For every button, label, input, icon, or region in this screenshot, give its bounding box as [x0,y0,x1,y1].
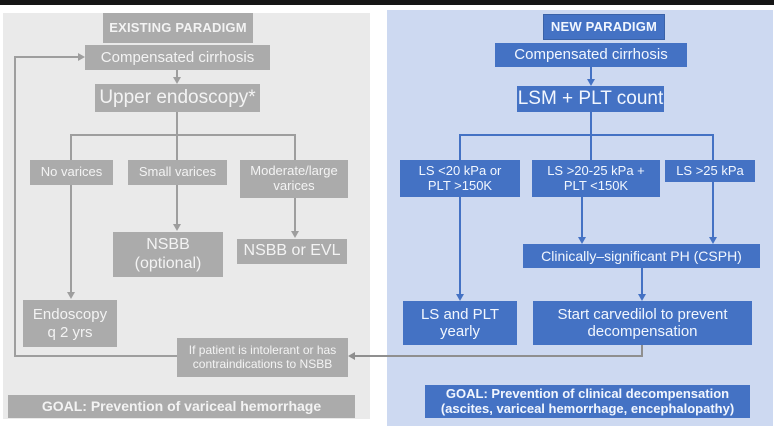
node-start-carvedilol: Start carvedilol to prevent decompensati… [533,301,752,345]
drop-branch-high [712,135,714,160]
node-line: (optional) [134,254,202,272]
line-smallvarices-nsbb [176,185,178,225]
node-line: LS <20 kPa or [418,162,502,178]
node-nsbb-optional: NSBB (optional) [113,232,223,277]
node-line: varices [273,178,315,193]
node-intolerant-nsbb: If patient is intolerant or has contrain… [177,338,348,377]
node-small-varices: Small varices [128,160,227,185]
bridge-line-vertical [641,345,643,357]
arrowhead-intolerant [348,352,355,360]
node-line: LS and PLT [420,305,500,323]
node-line: (ascites, variceal hemorrhage, encephalo… [440,400,735,416]
arrowhead-nsbb-optional [173,224,181,231]
arrowhead-endoscopy [173,77,181,84]
line-lsm-stem [590,112,592,135]
node-line: q 2 yrs [47,323,93,341]
node-moderate-large-varices: Moderate/large varices [240,160,348,198]
line-endoscopy-stem [176,112,178,135]
node-ls-plt-yearly: LS and PLT yearly [403,301,517,345]
arrowhead-lsm [587,79,595,86]
line-modvarices-nsbbevl [294,198,296,232]
line-branchmid-csph [581,197,583,237]
node-lsm-plt-count: LSM + PLT count [517,86,664,112]
drop-branch-mid [590,135,592,160]
bridge-line-horizontal [355,355,643,357]
arrowhead-endoscopyq2 [67,292,75,299]
arrowhead-into-compensated [78,53,85,61]
node-upper-endoscopy: Upper endoscopy* [95,84,260,112]
arrowhead-nsbb-evl [291,231,299,238]
loop-line-vertical [14,57,16,356]
line-branchlow-yearly [459,197,461,294]
node-no-varices: No varices [30,160,113,185]
new-paradigm-header: NEW PARADIGM [543,14,665,40]
drop-branch-low [459,135,461,160]
arrowhead-csph-left [578,237,586,244]
arrowhead-carvedilol [638,294,646,301]
node-line: yearly [439,323,480,340]
node-csph: Clinically–significant PH (CSPH) [523,244,760,268]
node-line: NSBB [146,236,190,254]
node-nsbb-or-evl: NSBB or EVL [237,239,347,264]
node-line: LS >20-25 kPa + [547,162,645,178]
node-line: PLT >150K [427,177,493,193]
line-compensated-lsm [590,67,592,80]
node-line: GOAL: Prevention of clinical decompensat… [445,385,730,401]
node-line: PLT <150K [563,177,629,193]
drop-no-varices [70,135,72,160]
node-line: Start carvedilol to prevent [557,305,728,323]
node-line: contraindications to NSBB [192,356,333,371]
branch-bar-right [459,134,714,136]
node-endoscopy-q2yrs: Endoscopy q 2 yrs [23,300,117,347]
new-paradigm-panel [387,10,773,426]
node-line: If patient is intolerant or has [188,342,337,357]
goal-bar-left: GOAL: Prevention of variceal hemorrhage [8,395,355,418]
top-border-bar [0,0,774,5]
arrowhead-csph-right [709,237,717,244]
node-line: decompensation [587,323,698,340]
arrowhead-yearly [456,294,464,301]
node-ls-under20: LS <20 kPa or PLT >150K [400,160,520,197]
line-csph-carvedilol [641,268,643,294]
node-compensated-cirrhosis-left: Compensated cirrhosis [85,45,270,70]
line-compensated-endoscopy [176,70,178,78]
node-line: Moderate/large [250,163,338,179]
loop-line-top [14,56,78,58]
node-ls-over25: LS >25 kPa [665,160,755,182]
drop-small-varices [176,135,178,160]
drop-moderate-varices [294,135,296,160]
node-compensated-cirrhosis-right: Compensated cirrhosis [495,43,687,67]
existing-paradigm-header: EXISTING PARADIGM [103,13,253,43]
line-branchhigh-csph [712,182,714,237]
goal-bar-right: GOAL: Prevention of clinical decompensat… [425,385,750,418]
node-line: Endoscopy [32,306,108,324]
line-novarices-endoscopyq2 [70,185,72,293]
node-ls-20-25: LS >20-25 kPa + PLT <150K [532,160,660,197]
branch-bar-left [70,134,296,136]
loop-line-bottom [14,355,177,357]
